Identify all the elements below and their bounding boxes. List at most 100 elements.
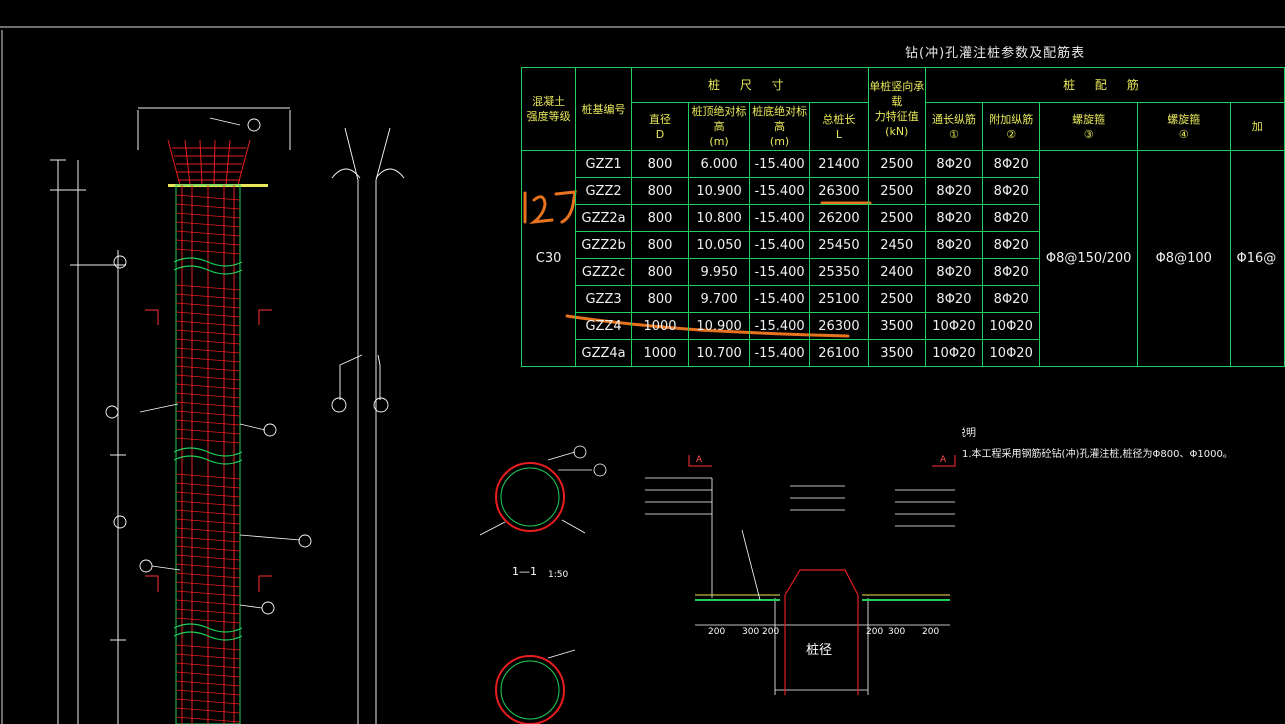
- cell-r2: 10Φ20: [982, 312, 1041, 340]
- cell-d: 800: [630, 177, 690, 205]
- stirrup-line: [175, 221, 241, 228]
- cell-cap: 3500: [867, 339, 926, 367]
- stirrup-line: [175, 554, 241, 561]
- cell-cap: 2500: [867, 177, 926, 205]
- cell-id: GZZ4: [575, 312, 632, 340]
- cell-r1: 8Φ20: [924, 150, 984, 178]
- cell-bottom: -15.400: [749, 312, 811, 340]
- col-rebar: 桩 配 筋: [924, 67, 1285, 103]
- stirrup-line: [175, 662, 241, 669]
- stirrup-line: [175, 401, 241, 408]
- stirrup-line: [175, 599, 241, 606]
- sub-header: 桩顶绝对标高(m): [688, 102, 751, 151]
- sub-header: 加: [1229, 102, 1285, 151]
- cell-id: GZZ3: [575, 285, 632, 313]
- cell-bottom: -15.400: [749, 285, 811, 313]
- dim-6: 200: [922, 627, 940, 637]
- stirrup-line: [175, 581, 241, 588]
- cell-id: GZZ1: [575, 150, 632, 178]
- col-capacity: 单桩竖向承载 力特征值(kN): [867, 67, 926, 151]
- stirrup-line: [175, 284, 241, 291]
- col-pile-number: 桩基编号: [575, 67, 632, 151]
- cell-len: 25350: [809, 258, 869, 286]
- cell-r2: 10Φ20: [982, 339, 1041, 367]
- cell-d: 1000: [630, 339, 690, 367]
- stirrup-line: [175, 653, 241, 660]
- stirrup-line: [175, 428, 241, 435]
- dim-5: 300: [888, 627, 906, 637]
- cell-d: 800: [630, 204, 690, 232]
- dim-3: 200: [762, 627, 780, 637]
- stirrup-line: [175, 536, 241, 543]
- stirrup-line: [175, 509, 241, 516]
- cell-cap: 2500: [867, 204, 926, 232]
- cross-section-1-1: [479, 445, 607, 724]
- col-pile-size: 桩 尺 寸: [630, 67, 869, 103]
- note-line: 1.本工程采用钢筋砼钻(冲)孔灌注桩,桩径为Φ800、Φ1000。: [962, 448, 1233, 460]
- dim-1: 200: [708, 627, 726, 637]
- table-title: 钻(冲)孔灌注桩参数及配筋表: [905, 46, 1086, 61]
- pile-elevation: [50, 107, 312, 724]
- stirrup-line: [175, 311, 241, 318]
- cell-bottom: -15.400: [749, 231, 811, 259]
- cell-id: GZZ2b: [575, 231, 632, 259]
- detail-a-right: A: [940, 455, 947, 465]
- stirrup-line: [175, 671, 241, 678]
- scale-label: 1:50: [548, 570, 569, 580]
- stirrup-line: [175, 194, 241, 201]
- concrete-grade-cell: C30: [520, 150, 577, 367]
- cell-top: 10.700: [688, 339, 751, 367]
- cell-id: GZZ4a: [575, 339, 632, 367]
- cell-len: 26300: [809, 177, 869, 205]
- cell-cap: 2500: [867, 150, 926, 178]
- stirrup-line: [175, 527, 241, 534]
- cell-bottom: -15.400: [749, 204, 811, 232]
- cell-r1: 8Φ20: [924, 231, 984, 259]
- cell-d: 800: [630, 150, 690, 178]
- stirrup-line: [175, 410, 241, 417]
- stirrup-line: [175, 203, 241, 210]
- cell-cap: 2500: [867, 285, 926, 313]
- col-concrete-grade: 混凝土 强度等级: [520, 67, 577, 151]
- detail-a-left: A: [696, 455, 703, 465]
- stirrup-line: [175, 248, 241, 255]
- stirrup-line: [175, 644, 241, 651]
- cell-r2: 8Φ20: [982, 150, 1041, 178]
- stirrup-line: [175, 356, 241, 363]
- stirrup-line: [175, 518, 241, 525]
- stirrup-line: [175, 383, 241, 390]
- cell-top: 6.000: [688, 150, 751, 178]
- cell-r1: 8Φ20: [924, 258, 984, 286]
- section-label: 1—1: [512, 565, 537, 578]
- stirrup-line: [175, 707, 241, 714]
- cell-r2: 8Φ20: [982, 258, 1041, 286]
- dim-2: 300: [742, 627, 760, 637]
- stirrup-line: [175, 230, 241, 237]
- stirrup-line: [175, 437, 241, 444]
- cell-bottom: -15.400: [749, 258, 811, 286]
- cell-top: 9.950: [688, 258, 751, 286]
- cell-len: 26300: [809, 312, 869, 340]
- stirrup-line: [175, 293, 241, 300]
- cell-r2: 8Φ20: [982, 177, 1041, 205]
- stirrup-line: [175, 563, 241, 570]
- cell-r1: 10Φ20: [924, 312, 984, 340]
- cell-len: 21400: [809, 150, 869, 178]
- stirrup-line: [175, 617, 241, 624]
- stirrup-3-cell: Φ8@150/200: [1039, 150, 1138, 367]
- cell-id: GZZ2: [575, 177, 632, 205]
- rebar-detail-1-2: [331, 127, 405, 724]
- cell-r1: 10Φ20: [924, 339, 984, 367]
- cell-r1: 8Φ20: [924, 177, 984, 205]
- stirrup-line: [175, 572, 241, 579]
- pile-diameter-label: 桩径: [806, 643, 833, 658]
- cell-top: 10.800: [688, 204, 751, 232]
